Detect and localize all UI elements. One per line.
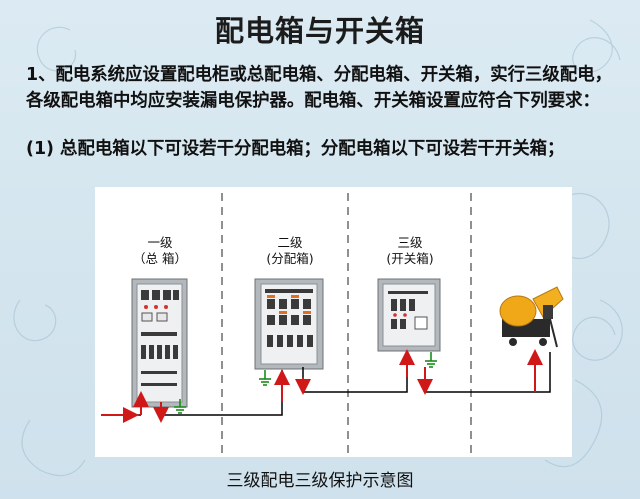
current-arrows xyxy=(101,349,543,423)
requirement-paragraph-2: (1) 总配电箱以下可设若干分配电箱；分配电箱以下可设若干开关箱； xyxy=(26,139,565,159)
level-3-label: 三级 (开关箱) xyxy=(370,235,450,267)
page-title: 配电箱与开关箱 xyxy=(214,14,425,48)
level-2-name: (分配箱) xyxy=(266,251,314,266)
level-2-label: 二级 (分配箱) xyxy=(250,235,330,267)
requirement-paragraph-1: 1、配电系统应设置配电柜或总配电箱、分配电箱、开关箱，实行三级配电，各级配电箱中… xyxy=(26,65,612,111)
main-distribution-cabinet xyxy=(131,278,188,408)
level-1-title: 一级 xyxy=(147,235,173,250)
distribution-diagram: 一级 （总 箱） 二级 (分配箱) 三级 (开关箱) xyxy=(95,187,572,457)
level-1-name: （总 箱） xyxy=(133,251,187,266)
level-3-name: (开关箱) xyxy=(386,251,434,266)
concrete-mixer-icon xyxy=(499,286,564,348)
sub-distribution-cabinet xyxy=(254,278,324,370)
switch-cabinet xyxy=(377,278,441,352)
level-separators xyxy=(221,193,472,453)
level-1-label: 一级 （总 箱） xyxy=(120,235,200,267)
ground-symbols xyxy=(174,352,437,414)
level-2-title: 二级 xyxy=(277,235,303,250)
level-3-title: 三级 xyxy=(397,235,423,250)
distribution-diagram-svg xyxy=(101,193,564,453)
figure-caption: 三级配电三级保护示意图 xyxy=(226,471,414,491)
